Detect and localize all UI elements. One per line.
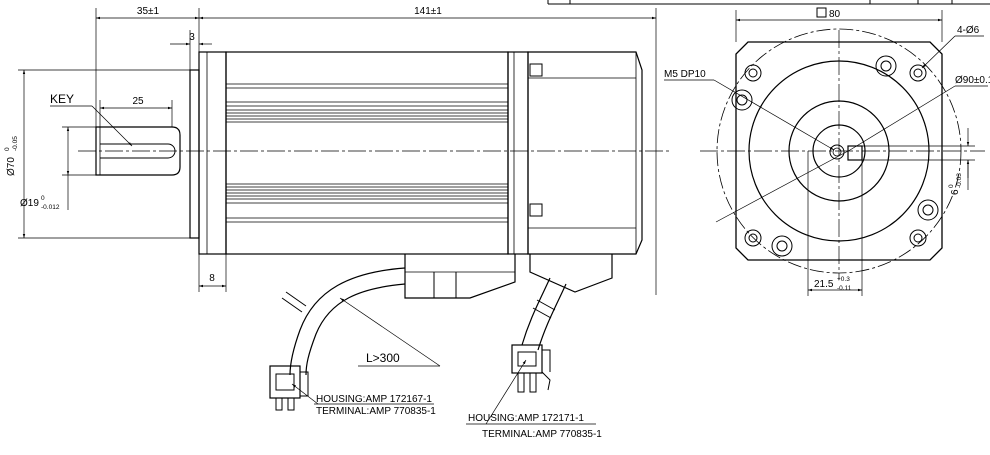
dim-key-length: 25 bbox=[132, 96, 144, 107]
dim-shaft-diameter: Ø19 bbox=[20, 198, 39, 209]
dim-key-width-sub: -0.03 bbox=[956, 173, 963, 188]
dim-square-flange: 80 bbox=[829, 9, 841, 20]
encoder-connector-box bbox=[529, 254, 613, 293]
dim-body-length: 141±1 bbox=[414, 6, 442, 17]
dim-mounting-holes: 4-Ø6 bbox=[957, 25, 980, 36]
key-profile bbox=[847, 145, 863, 161]
power-connector-box bbox=[404, 254, 516, 299]
connector-2-housing-label: HOUSING:AMP 172171-1 bbox=[468, 413, 584, 424]
side-view bbox=[95, 51, 643, 411]
front-flange bbox=[198, 51, 227, 255]
dim-shaft-diameter-sub: -0.012 bbox=[41, 204, 60, 211]
front-centerlines bbox=[700, 30, 985, 280]
dim-key-height: 21.5 bbox=[814, 279, 834, 290]
side-dimension-texts: 35±1 141±1 3 25 8 KEY Ø70 0 -0.05 Ø19 0 … bbox=[4, 6, 602, 440]
rear-plate bbox=[507, 51, 529, 255]
dim-flange-thickness: 3 bbox=[189, 32, 195, 43]
dim-center-tap: M5 DP10 bbox=[664, 69, 706, 80]
dim-key-height-sup: +0.3 bbox=[837, 276, 850, 283]
dim-spigot-length: 8 bbox=[209, 273, 215, 284]
connector-2-housing bbox=[511, 344, 543, 374]
square-flange bbox=[735, 41, 943, 261]
dim-key-width: 6 bbox=[950, 189, 961, 195]
title-block-fragment bbox=[547, 0, 990, 5]
square-symbol bbox=[816, 7, 827, 18]
shaft bbox=[95, 126, 181, 176]
connector-1-terminal-label: TERMINAL:AMP 770835-1 bbox=[316, 406, 436, 417]
connector-1-housing-label: HOUSING:AMP 172167-1 bbox=[316, 394, 432, 405]
spigot bbox=[189, 69, 200, 239]
connector-1-housing bbox=[269, 365, 301, 399]
dim-shaft-diameter-sup: 0 bbox=[41, 195, 45, 202]
encoder-cable bbox=[521, 277, 551, 346]
front-dimension-texts: 80 4-Ø6 Ø90±0.1 M5 DP10 21.5 +0.3 -0.11 … bbox=[664, 7, 990, 292]
dim-flange-diameter-sup: 0 bbox=[4, 147, 11, 151]
dim-key-height-sub: -0.11 bbox=[837, 285, 852, 292]
power-cable bbox=[289, 267, 406, 376]
connector-2-terminal-label: TERMINAL:AMP 770835-1 bbox=[482, 429, 602, 440]
dim-flange-diameter: Ø70 bbox=[6, 157, 17, 176]
key-label: KEY bbox=[50, 92, 74, 106]
side-dimension-lines bbox=[18, 8, 657, 425]
encoder-cover bbox=[527, 51, 643, 255]
motor-body bbox=[225, 51, 509, 255]
tap-hole bbox=[829, 144, 845, 160]
dim-flange-diameter-sub: -0.05 bbox=[12, 136, 19, 151]
front-dimension-lines bbox=[664, 10, 988, 296]
mounting-holes bbox=[744, 64, 927, 247]
screw-heads bbox=[731, 55, 939, 257]
dim-cable-length: L>300 bbox=[366, 351, 400, 365]
dim-key-width-sup: 0 bbox=[948, 184, 955, 188]
dim-pcd: Ø90±0.1 bbox=[955, 75, 990, 86]
dim-shaft-length: 35±1 bbox=[137, 6, 160, 17]
